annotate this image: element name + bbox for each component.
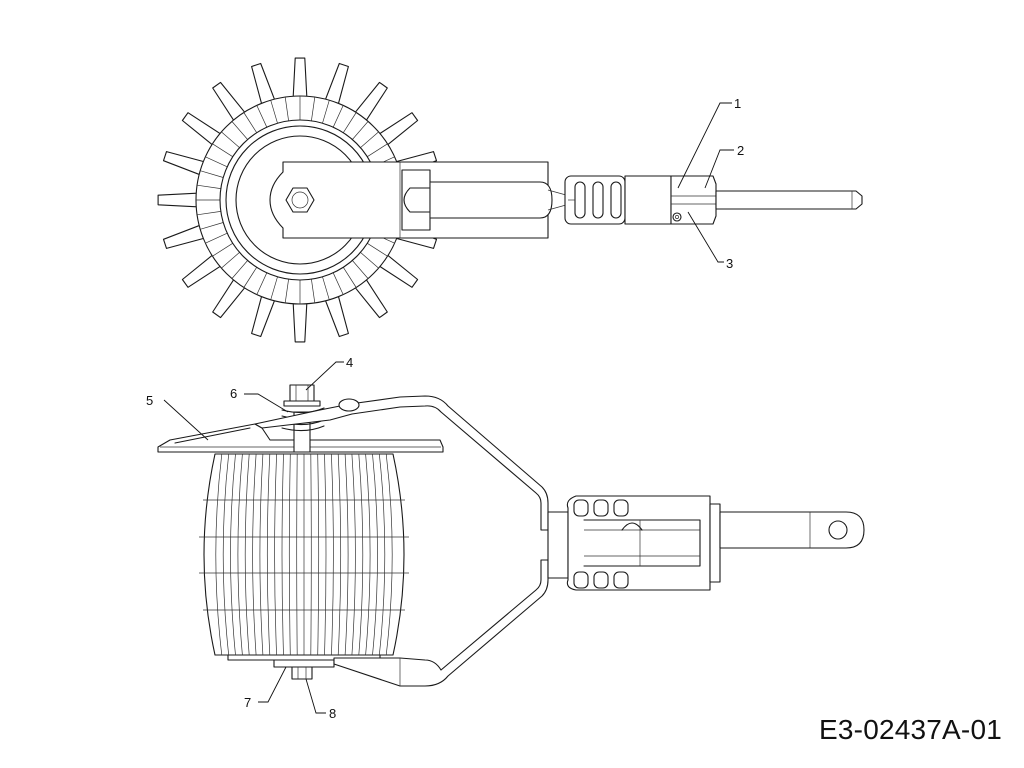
hub-bracket-top xyxy=(269,161,567,239)
barrel-rib xyxy=(296,453,298,656)
barrel-rib xyxy=(252,453,257,656)
callout-4: 4 xyxy=(346,355,353,370)
barrel-rib xyxy=(385,453,393,656)
callout-2: 2 xyxy=(737,143,744,158)
barrel-rib xyxy=(230,453,236,656)
callout-7: 7 xyxy=(244,695,251,710)
barrel-rib xyxy=(259,453,264,656)
barrel-rib xyxy=(281,453,284,656)
barrel-rib xyxy=(365,453,371,656)
barrel-rib xyxy=(310,453,312,656)
callout-leaders xyxy=(163,102,734,714)
barrel-rib xyxy=(244,453,250,656)
barrel-rib xyxy=(351,453,356,656)
callout-8: 8 xyxy=(329,706,336,721)
fork-frame xyxy=(254,395,549,687)
callout-labels: 1 2 3 4 5 6 7 8 xyxy=(146,96,744,721)
barrel-rib xyxy=(215,453,223,656)
barrel-rib xyxy=(324,453,327,656)
barrel-rib xyxy=(266,453,271,656)
drawing-code: E3-02437A-01 xyxy=(819,714,1002,745)
barrel-wheel xyxy=(199,453,409,661)
barrel-rib xyxy=(372,453,378,656)
barrel-rib xyxy=(274,453,277,656)
callout-1: 1 xyxy=(734,96,741,111)
barrel-rib xyxy=(222,453,230,656)
barrel-rib xyxy=(344,453,349,656)
barrel-rib xyxy=(378,453,386,656)
top-view xyxy=(157,57,863,343)
handle-grip-top xyxy=(564,175,863,225)
barrel-rib xyxy=(317,453,320,656)
barrel-rib xyxy=(237,453,243,656)
side-view xyxy=(157,384,865,687)
barrel-rib xyxy=(358,453,364,656)
callout-5: 5 xyxy=(146,393,153,408)
barrel-rib xyxy=(337,453,342,656)
barrel-rib xyxy=(288,453,291,656)
callout-3: 3 xyxy=(726,256,733,271)
barrel-rib xyxy=(331,453,334,656)
handle-side xyxy=(547,495,865,591)
callout-6: 6 xyxy=(230,386,237,401)
